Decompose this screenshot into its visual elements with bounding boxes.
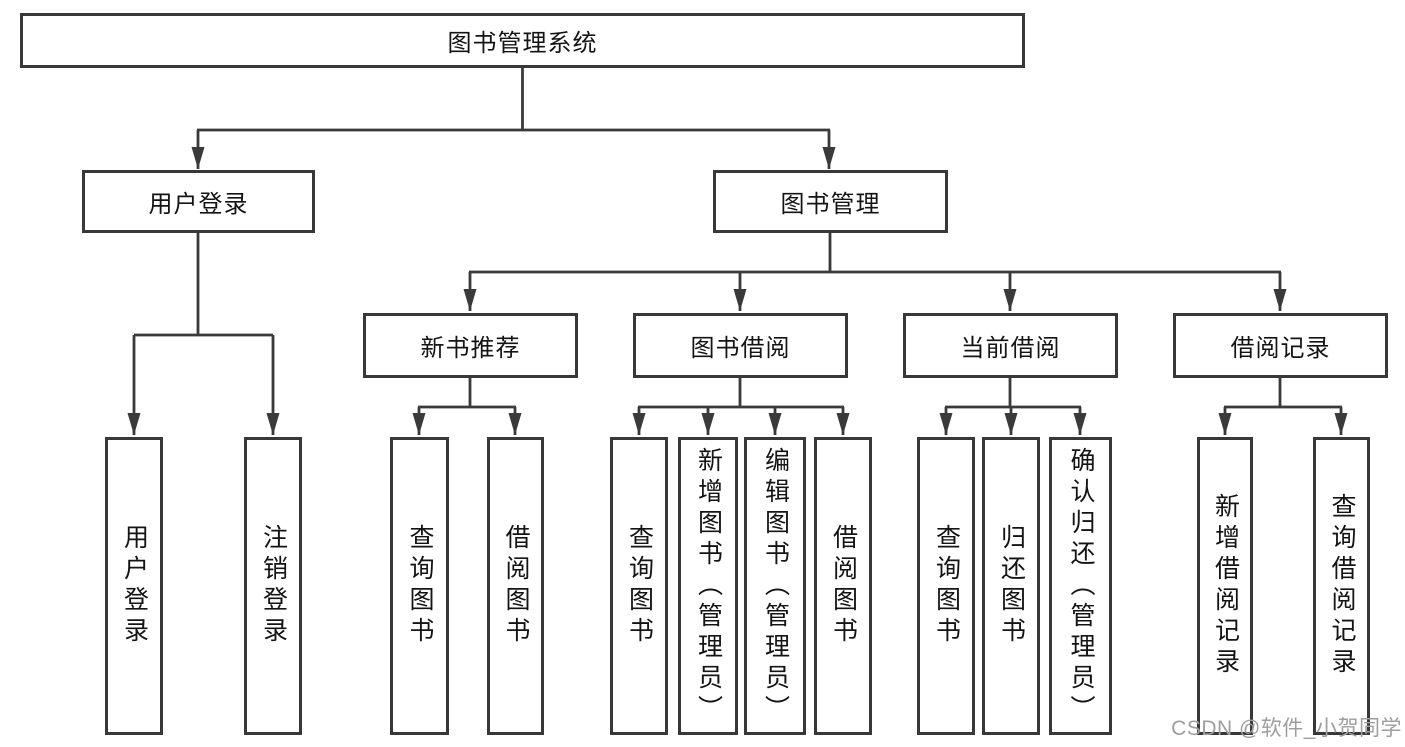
leaf-query-borrow-record: 查询借阅记录 xyxy=(1313,437,1370,735)
leaf-query-books-current-label: 查询图书 xyxy=(932,524,961,648)
leaf-query-books-recommend: 查询图书 xyxy=(390,437,449,735)
node-borrowing-records-label: 借阅记录 xyxy=(1230,335,1331,362)
node-library-system-label: 图书管理系统 xyxy=(447,30,598,57)
node-book-borrowing: 图书借阅 xyxy=(633,313,848,378)
node-new-book-recommend-label: 新书推荐 xyxy=(420,335,521,362)
leaf-borrow-books-2: 借阅图书 xyxy=(814,437,872,735)
leaf-query-borrow-record-label: 查询借阅记录 xyxy=(1328,493,1356,679)
leaf-query-books-borrow-label: 查询图书 xyxy=(625,524,654,648)
leaf-borrow-books-recommend-label: 借阅图书 xyxy=(502,524,530,648)
leaf-edit-book-admin: 编辑图书（管理员） xyxy=(744,437,806,735)
node-user-login: 用户登录 xyxy=(82,170,315,233)
leaf-user-login-label: 用户登录 xyxy=(120,524,149,648)
leaf-add-book-admin: 新增图书（管理员） xyxy=(678,437,738,735)
node-library-system: 图书管理系统 xyxy=(20,13,1025,68)
node-new-book-recommend: 新书推荐 xyxy=(363,313,578,378)
node-book-management-label: 图书管理 xyxy=(780,191,881,218)
leaf-user-login: 用户登录 xyxy=(105,437,163,735)
node-user-login-label: 用户登录 xyxy=(148,191,249,218)
leaf-add-borrow-record: 新增借阅记录 xyxy=(1197,437,1253,735)
node-borrowing-records: 借阅记录 xyxy=(1173,313,1388,378)
leaf-query-books-borrow: 查询图书 xyxy=(610,437,668,735)
leaf-return-book-label: 归还图书 xyxy=(997,524,1026,648)
leaf-logout: 注销登录 xyxy=(244,437,302,735)
leaf-query-books-current: 查询图书 xyxy=(917,437,975,735)
leaf-edit-book-admin-label: 编辑图书（管理员） xyxy=(761,446,790,726)
leaf-return-book: 归还图书 xyxy=(982,437,1040,735)
leaf-confirm-return-admin-label: 确认归还（管理员） xyxy=(1067,446,1095,726)
node-current-borrowing: 当前借阅 xyxy=(903,313,1118,378)
leaf-confirm-return-admin: 确认归还（管理员） xyxy=(1049,437,1112,735)
leaf-borrow-books-recommend: 借阅图书 xyxy=(487,437,544,735)
leaf-add-borrow-record-label: 新增借阅记录 xyxy=(1211,493,1240,679)
leaf-query-books-recommend-label: 查询图书 xyxy=(406,524,434,648)
leaf-logout-label: 注销登录 xyxy=(259,524,288,648)
watermark: CSDN @软件_小贺同学 xyxy=(1171,717,1402,740)
node-current-borrowing-label: 当前借阅 xyxy=(960,335,1061,362)
node-book-management: 图书管理 xyxy=(713,170,948,233)
leaf-add-book-admin-label: 新增图书（管理员） xyxy=(694,446,723,726)
leaf-borrow-books-2-label: 借阅图书 xyxy=(829,524,858,648)
node-book-borrowing-label: 图书借阅 xyxy=(690,335,791,362)
